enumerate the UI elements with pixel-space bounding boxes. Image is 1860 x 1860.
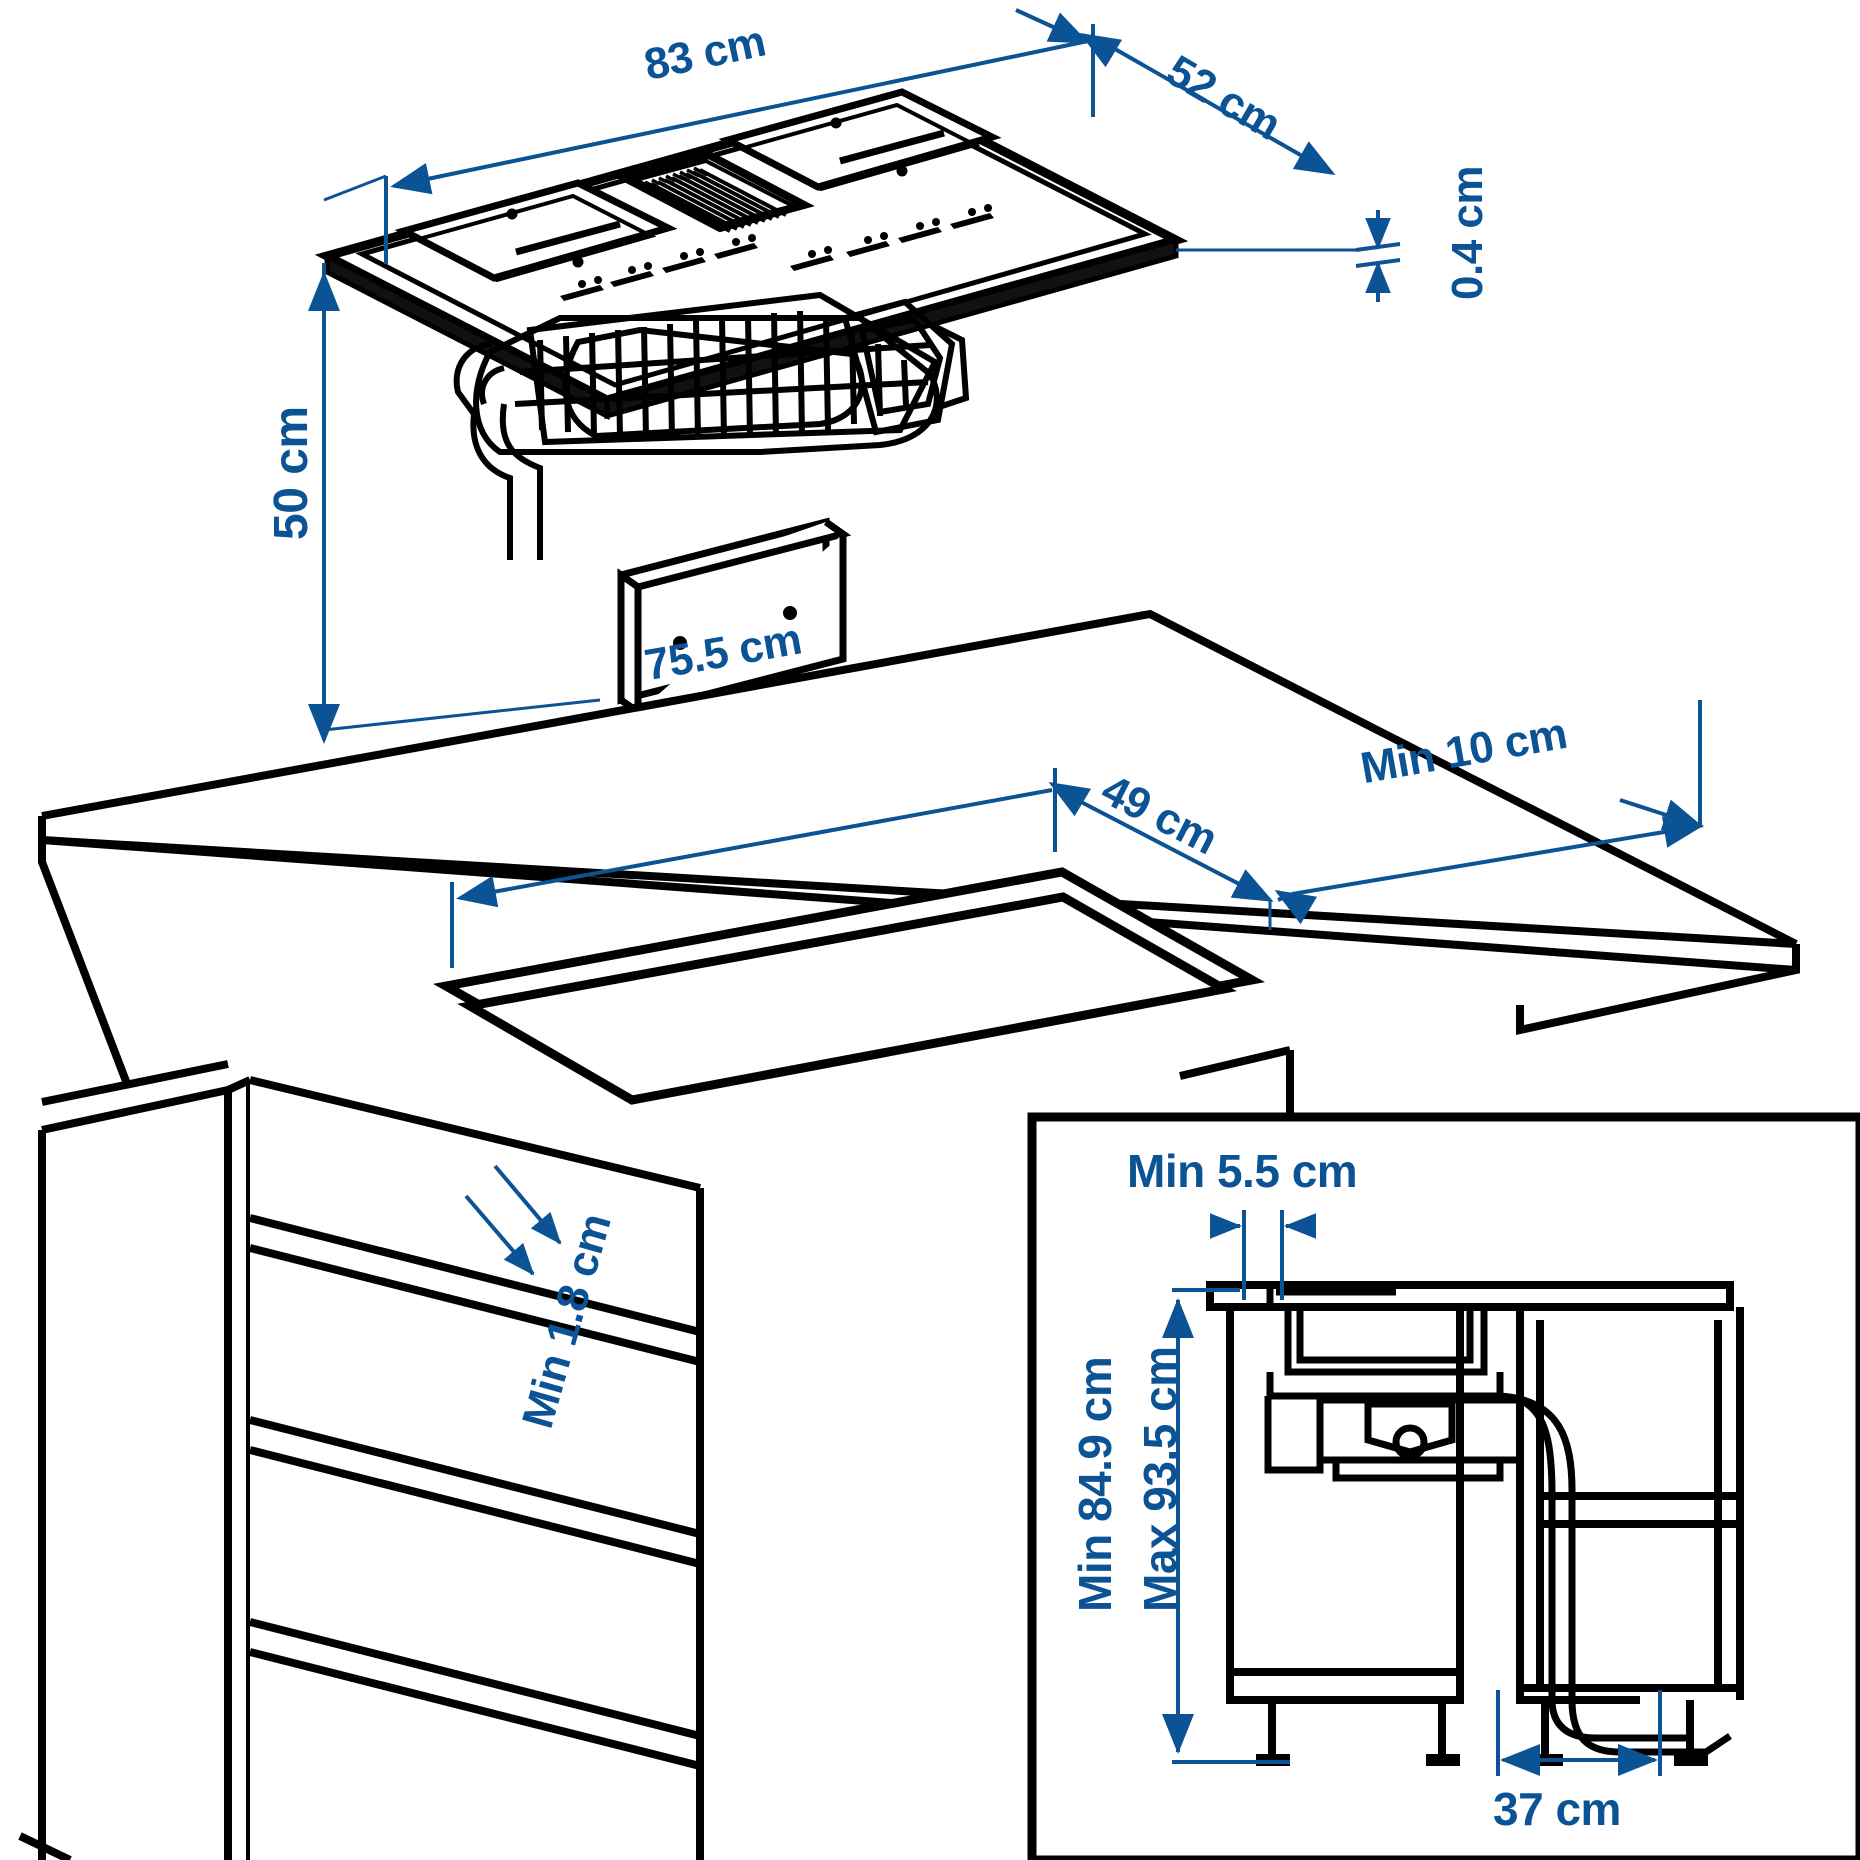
label-thickness-04cm: 0.4 cm	[1443, 166, 1492, 300]
label-min-849cm: Min 84.9 cm	[1069, 1356, 1121, 1612]
dimension-min10cm	[1274, 700, 1704, 925]
label-max-935cm: Max 93.5 cm	[1134, 1346, 1186, 1612]
dimension-min55cm	[1210, 1210, 1316, 1300]
dimension-04cm	[1176, 210, 1401, 302]
label-min-55cm: Min 5.5 cm	[1127, 1145, 1358, 1197]
dimension-min18cm	[464, 1164, 562, 1276]
dimension-37cm	[1496, 1690, 1662, 1776]
hob-assembly	[314, 88, 1189, 719]
label-width-37cm: 37 cm	[1493, 1783, 1621, 1835]
inset-detail-panel	[1027, 1112, 1860, 1860]
dimension-cabinet-height	[1162, 1288, 1290, 1764]
dimension-52cm	[1015, 8, 1336, 175]
dimension-49cm	[1048, 781, 1274, 930]
worktop	[18, 609, 1800, 1860]
dimension-50cm	[308, 263, 601, 744]
label-height-50cm: 50 cm	[265, 406, 318, 540]
